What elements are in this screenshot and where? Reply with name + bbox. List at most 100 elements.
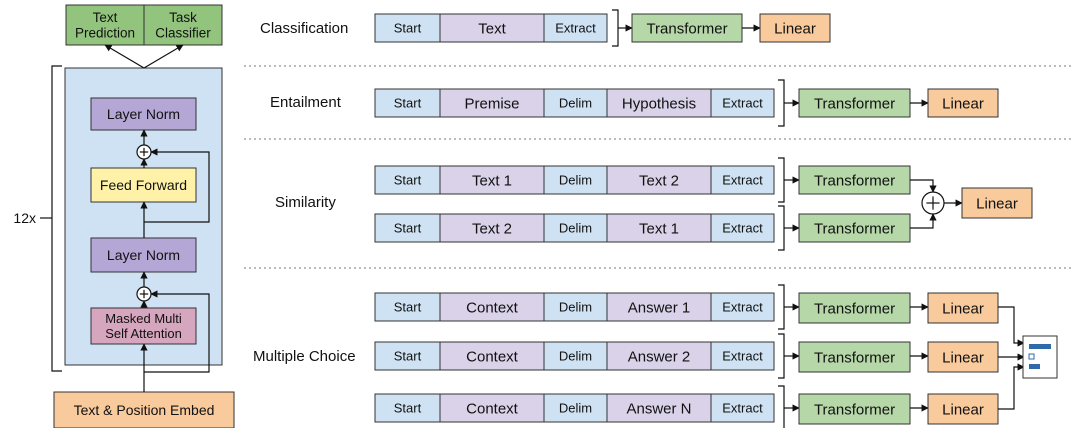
token-answer-2-label: Answer 2 bbox=[628, 348, 691, 365]
similarity-linear: Linear bbox=[961, 187, 1033, 219]
residual-add-top bbox=[136, 144, 152, 160]
multiple-choice-tokens-3: Start Context Delim Answer N Extract bbox=[374, 393, 775, 423]
token-start-label: Start bbox=[394, 173, 422, 188]
token-text-2-label: Text 2 bbox=[472, 220, 512, 237]
token-start-label: Start bbox=[394, 349, 422, 364]
token-extract-label: Extract bbox=[722, 401, 763, 416]
token-start: Start bbox=[374, 213, 441, 243]
token-text-2: Text 2 bbox=[606, 165, 712, 195]
token-delim-label: Delim bbox=[559, 401, 592, 416]
multiple-choice-tokens-2: Start Context Delim Answer 2 Extract bbox=[374, 341, 775, 371]
token-start: Start bbox=[374, 292, 441, 322]
layer-norm-bottom-label: Layer Norm bbox=[107, 247, 180, 263]
multiple-choice-transformer-1-label: Transformer bbox=[814, 300, 895, 317]
classification-transformer: Transformer bbox=[631, 13, 743, 43]
classification-transformer-label: Transformer bbox=[646, 20, 727, 37]
similarity-transformer-1: Transformer bbox=[798, 165, 911, 195]
token-delim: Delim bbox=[543, 88, 608, 118]
token-text-2-label: Text 2 bbox=[639, 172, 679, 189]
similarity-title: Similarity bbox=[275, 194, 336, 211]
to-text-prediction-arrow bbox=[104, 44, 145, 69]
similarity-combine-bottom bbox=[910, 213, 937, 229]
token-delim: Delim bbox=[543, 341, 608, 371]
token-start-label: Start bbox=[394, 21, 422, 36]
classification-title: Classification bbox=[260, 20, 348, 37]
classification-bracket bbox=[612, 9, 619, 47]
to-task-classifier-arrow bbox=[143, 44, 184, 69]
token-start: Start bbox=[374, 165, 441, 195]
token-delim-label: Delim bbox=[559, 349, 592, 364]
repeat-bracket bbox=[51, 65, 62, 372]
bar-chart-icon bbox=[1022, 335, 1058, 379]
multiple-choice-linear-3: Linear bbox=[927, 393, 999, 425]
token-text-1-label: Text 1 bbox=[472, 172, 512, 189]
token-text-label: Text bbox=[478, 20, 506, 37]
feed-forward-label: Feed Forward bbox=[100, 177, 187, 193]
similarity-combine-top bbox=[910, 179, 937, 193]
classification-linear: Linear bbox=[759, 13, 831, 43]
token-extract-label: Extract bbox=[722, 300, 763, 315]
token-start-label: Start bbox=[394, 96, 422, 111]
feed-forward: Feed Forward bbox=[90, 167, 197, 203]
similarity-bracket-2 bbox=[778, 205, 785, 251]
token-extract: Extract bbox=[710, 393, 775, 423]
multiple-choice-linear-2: Linear bbox=[927, 341, 999, 373]
entailment-title: Entailment bbox=[270, 94, 342, 111]
repeat-label: 12x bbox=[13, 210, 36, 226]
layer-norm-top: Layer Norm bbox=[90, 97, 197, 131]
token-hypothesis: Hypothesis bbox=[606, 88, 712, 118]
token-extract: Extract bbox=[543, 13, 608, 43]
token-extract-label: Extract bbox=[722, 96, 763, 111]
token-delim: Delim bbox=[543, 213, 608, 243]
entailment-transformer-label: Transformer bbox=[814, 95, 895, 112]
token-context-label: Context bbox=[466, 348, 519, 365]
token-delim-label: Delim bbox=[559, 221, 592, 236]
token-start: Start bbox=[374, 88, 441, 118]
token-delim-label: Delim bbox=[559, 300, 592, 315]
token-extract-label: Extract bbox=[555, 21, 596, 36]
multiple-choice-transformer-3-label: Transformer bbox=[814, 401, 895, 418]
token-text-2: Text 2 bbox=[439, 213, 545, 243]
token-delim: Delim bbox=[543, 393, 608, 423]
token-hypothesis-label: Hypothesis bbox=[622, 95, 696, 112]
token-text-1: Text 1 bbox=[439, 165, 545, 195]
multiple-choice-transformer-2-label: Transformer bbox=[814, 349, 895, 366]
mc-to-softmax-1 bbox=[998, 306, 1025, 347]
token-answer-n-label: Answer N bbox=[626, 400, 691, 417]
layer-norm-top-label: Layer Norm bbox=[107, 106, 180, 122]
classification-tokens: Start Text Extract bbox=[374, 13, 608, 43]
token-start-label: Start bbox=[394, 401, 422, 416]
token-context: Context bbox=[439, 393, 545, 423]
token-answer-1-label: Answer 1 bbox=[628, 299, 691, 316]
token-context: Context bbox=[439, 341, 545, 371]
token-answer-n: Answer N bbox=[606, 393, 712, 423]
entailment-linear: Linear bbox=[927, 88, 999, 118]
token-answer-1: Answer 1 bbox=[606, 292, 712, 322]
token-delim-label: Delim bbox=[559, 96, 592, 111]
token-text-1: Text 1 bbox=[606, 213, 712, 243]
residual-top-arrow bbox=[144, 148, 210, 223]
token-start: Start bbox=[374, 393, 441, 423]
token-extract: Extract bbox=[710, 213, 775, 243]
token-start-label: Start bbox=[394, 300, 422, 315]
token-start: Start bbox=[374, 13, 441, 43]
token-extract: Extract bbox=[710, 341, 775, 371]
similarity-transformer-2: Transformer bbox=[798, 213, 911, 243]
multiple-choice-transformer-2: Transformer bbox=[798, 341, 911, 373]
multiple-choice-linear-1: Linear bbox=[927, 292, 999, 324]
layer-norm-bottom: Layer Norm bbox=[90, 237, 197, 273]
residual-bottom-arrow bbox=[144, 290, 210, 373]
token-extract: Extract bbox=[710, 292, 775, 322]
token-context-label: Context bbox=[466, 299, 519, 316]
multiple-choice-bracket-2 bbox=[778, 333, 785, 379]
token-text: Text bbox=[439, 13, 545, 43]
similarity-add bbox=[921, 191, 945, 215]
entailment-transformer: Transformer bbox=[798, 88, 911, 118]
